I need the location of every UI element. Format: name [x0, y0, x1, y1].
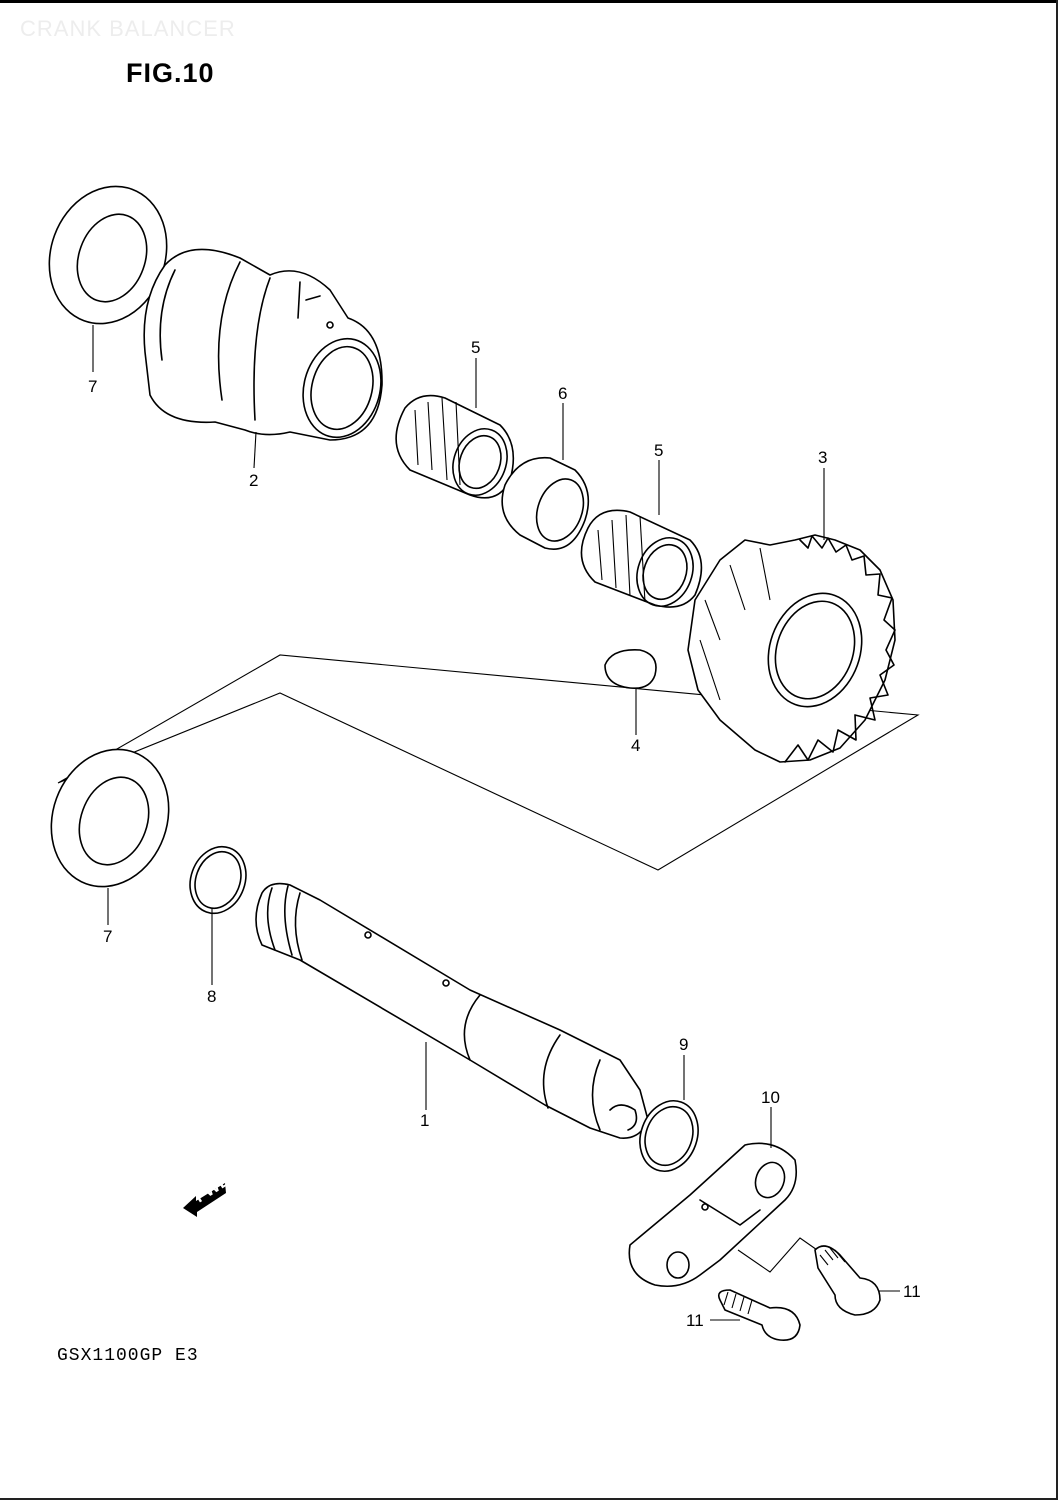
callout-7-upper: 7 — [88, 377, 97, 396]
callout-9: 9 — [679, 1035, 688, 1054]
part-11-bolt-right — [814, 1245, 881, 1316]
part-5-needle-bearing-right — [580, 509, 703, 608]
part-1-balancer-shaft — [255, 882, 649, 1139]
part-4-key — [604, 648, 657, 690]
callout-11-lower: 11 — [686, 1311, 704, 1330]
part-2-housing — [143, 248, 383, 441]
callout-5-right: 5 — [654, 441, 663, 460]
assembly-boundary-line — [57, 654, 920, 871]
callout-7-lower: 7 — [103, 927, 112, 946]
part-7-upper-washer — [48, 185, 168, 325]
callout-4: 4 — [631, 736, 640, 755]
frame-bottom-border — [0, 1498, 1058, 1500]
header-watermark: CRANK BALANCER — [20, 16, 236, 41]
frame-top-border — [0, 0, 1058, 3]
fwd-arrow-icon: FWD — [183, 1170, 234, 1217]
callout-10: 10 — [761, 1088, 780, 1107]
part-7-lower-washer — [50, 748, 170, 888]
callout-5-left: 5 — [471, 338, 480, 357]
part-3-driven-gear — [687, 534, 896, 763]
part-10-balancer-lever — [628, 1142, 821, 1288]
part-5-needle-bearing-left — [395, 394, 515, 499]
part-11-bolt-lower — [717, 1289, 801, 1342]
callout-3: 3 — [818, 448, 827, 467]
leader-lines — [92, 325, 900, 1321]
frame-right-border — [1056, 0, 1058, 1500]
figure-title: FIG.10 — [126, 58, 215, 88]
part-6-spacer — [501, 456, 590, 550]
callout-1: 1 — [420, 1111, 429, 1130]
model-code: GSX1100GP E3 — [57, 1346, 199, 1366]
part-9-shim — [639, 1100, 699, 1172]
callout-2: 2 — [249, 471, 258, 490]
callout-8: 8 — [207, 987, 216, 1006]
callout-6: 6 — [558, 384, 567, 403]
part-8-shim — [189, 845, 247, 915]
callout-11-right: 11 — [903, 1282, 921, 1301]
